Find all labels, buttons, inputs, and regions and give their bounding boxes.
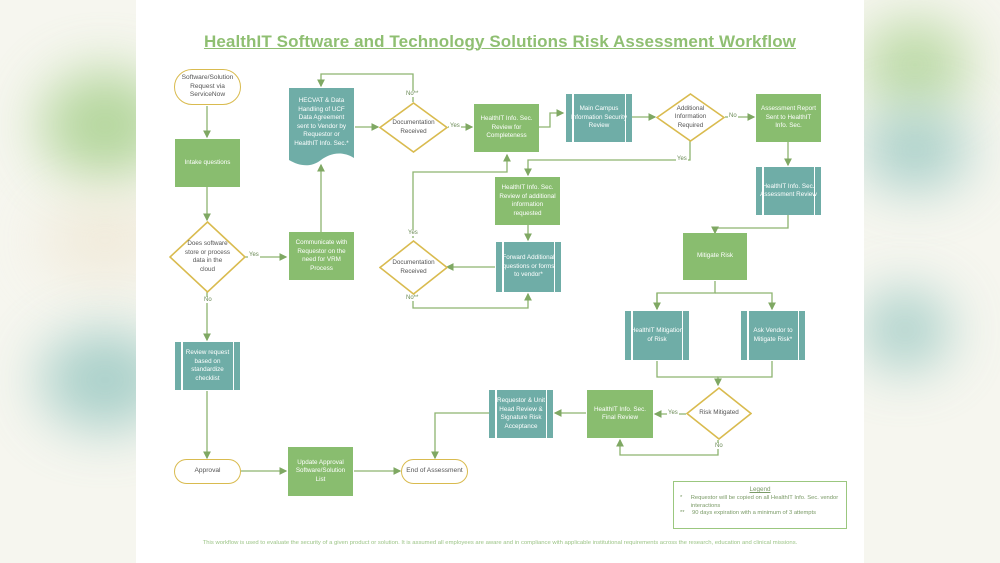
legend-box: Legend * Requestor will be copied on all… <box>673 481 847 529</box>
diamond-shape <box>379 102 448 153</box>
additional-info-decision: Additional Information Required <box>656 93 725 142</box>
forward-questions-subprocess: Forward Additional questions or forms to… <box>496 242 561 292</box>
label-yes-doc1: Yes <box>449 123 461 129</box>
main-campus-review-subprocess: Main Campus Information Security Review <box>566 94 632 142</box>
mitigate-risk-process: Mitigate Risk <box>683 233 747 280</box>
documentation-received-decision-1: Documentation Received <box>379 102 448 153</box>
diagram-title: HealthIT Software and Technology Solutio… <box>203 32 797 51</box>
report-sent-process: Assessment Report Sent to HealthIT Info.… <box>756 94 821 142</box>
diamond-shape <box>686 387 752 440</box>
label-yes-additional: Yes <box>676 156 688 162</box>
legend-title: Legend <box>749 486 771 493</box>
risk-mitigated-decision: Risk Mitigated <box>686 387 752 440</box>
diamond-shape <box>379 240 448 295</box>
completeness-review-process: HealthIT Info. Sec. Review for Completen… <box>474 104 539 152</box>
review-additional-info-process: HealthIT Info. Sec. Review of additional… <box>495 177 560 225</box>
cloud-decision: Does software store or process data in t… <box>169 221 246 293</box>
label-yes-cloud: Yes <box>248 252 260 258</box>
healthit-mitigation-subprocess: HealthIT Mitigation of Risk <box>625 311 689 360</box>
assessment-review-subprocess: HealthIT Info. Sec. Assessment Review <box>756 167 821 215</box>
legend-text: Requestor will be copied on all HealthIT… <box>690 495 839 509</box>
footer-note: This workflow is used to evaluate the se… <box>202 540 798 546</box>
additional-info-label: Additional Information Required <box>674 104 707 129</box>
label-no-doc1: No** <box>405 91 420 97</box>
risk-mitigated-label: Risk Mitigated <box>699 409 739 417</box>
legend-text: 90 days expiration with a minimum of 3 a… <box>692 510 817 517</box>
communicate-process: Communicate with Requestor on the need f… <box>289 232 354 280</box>
documentation-received-label-1: Documentation Received <box>392 119 435 135</box>
ask-vendor-subprocess: Ask Vendor to Mitigate Risk* <box>741 311 805 360</box>
cloud-decision-label: Does software store or process data in t… <box>184 240 231 273</box>
documentation-received-label-2: Documentation Received <box>392 259 435 275</box>
diamond-shape <box>656 93 725 142</box>
legend-item: ** 90 days expiration with a minimum of … <box>680 510 840 518</box>
checklist-review-subprocess: Review request based on standardize chec… <box>175 342 240 390</box>
label-no-risk: No <box>714 443 724 449</box>
documentation-received-decision-2: Documentation Received <box>379 240 448 295</box>
hecvat-document-label: HECVAT & Data Handling of UCF Data Agree… <box>294 97 349 147</box>
intake-questions-process: Intake questions <box>175 139 240 187</box>
request-terminator: Software/Solution Request via ServiceNow <box>174 69 241 105</box>
approval-terminator: Approval <box>174 459 241 484</box>
label-no-additional: No <box>728 113 738 119</box>
update-list-process: Update Approval Software/Solution List <box>288 447 353 496</box>
legend-mark: ** <box>680 510 685 517</box>
legend-item: * Requestor will be copied on all Health… <box>680 495 840 510</box>
label-no-cloud: No <box>203 297 213 303</box>
signature-risk-acceptance-subprocess: Requestor & Unit Head Review & Signature… <box>489 390 553 438</box>
label-yes-doc2: Yes <box>407 230 419 236</box>
label-yes-risk: Yes <box>667 410 679 416</box>
end-terminator: End of Assessment <box>401 459 468 484</box>
final-review-process: HealthIT Info. Sec. Final Review <box>587 390 653 438</box>
diamond-shape <box>169 221 246 293</box>
legend-mark: * <box>680 495 683 501</box>
label-no-doc2: No** <box>405 295 420 301</box>
